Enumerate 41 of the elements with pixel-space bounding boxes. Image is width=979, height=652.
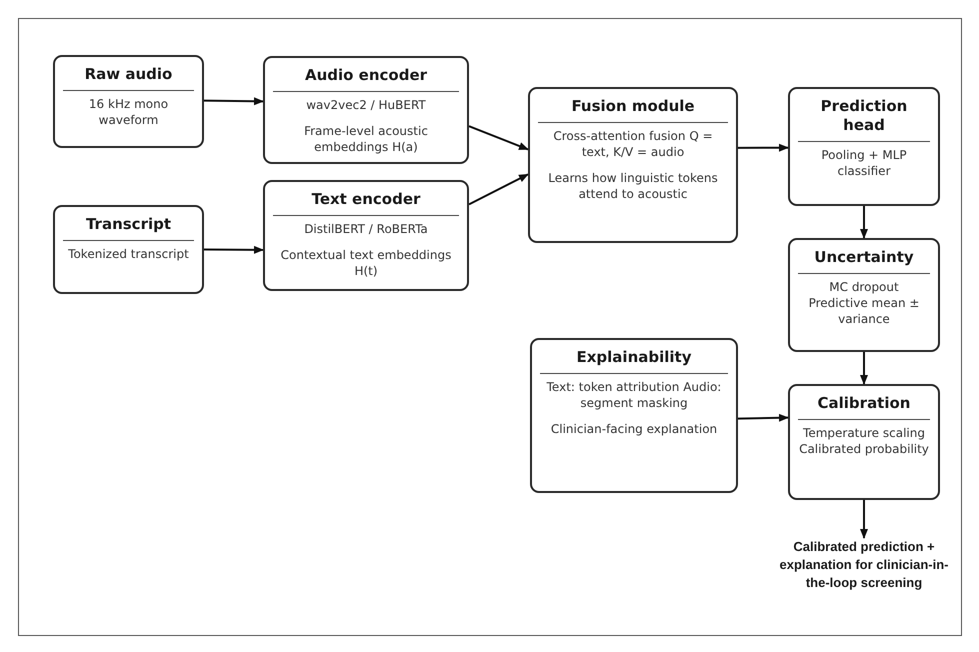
box-description: MC dropout Predictive mean ± variance [808, 279, 920, 327]
box-description: Contextual text embeddings H(t) [280, 247, 452, 279]
output-text: Calibrated prediction + explanation for clinician-in-the-loop screening [768, 538, 960, 614]
process-box [263, 56, 469, 164]
process-box [53, 55, 204, 148]
box-description: Learns how linguistic tokens attend to acoustic [547, 170, 719, 202]
box-heading: Raw audio [84, 65, 172, 84]
arrow [860, 352, 868, 385]
arrow [204, 246, 264, 254]
arrow [204, 97, 264, 106]
process-box [263, 180, 469, 291]
box-description: DistilBERT / RoBERTa [304, 221, 428, 237]
box-description: Frame-level acoustic embeddings H(a) [303, 123, 429, 155]
arrow [738, 144, 789, 152]
box-description: 16 kHz mono waveform [88, 96, 170, 128]
box-heading: Fusion module [571, 97, 695, 116]
box-description: Temperature scaling Calibrated probability [798, 425, 930, 457]
process-box [788, 238, 940, 352]
arrow [860, 206, 868, 239]
arrow [738, 414, 789, 422]
box-description: Text: token attribution Audio: segment masking [546, 379, 722, 411]
box-heading: Explainability [576, 348, 692, 367]
box-description: Pooling + MLP classifier [820, 147, 908, 179]
arrow [468, 173, 529, 206]
process-box [788, 384, 940, 500]
box-heading: Text encoder [312, 190, 420, 209]
box-description: Tokenized transcript [68, 246, 189, 262]
arrow [468, 125, 529, 150]
box-heading: Prediction head [820, 97, 908, 135]
arrow [860, 500, 868, 539]
process-box [788, 87, 940, 206]
box-heading: Audio encoder [304, 66, 428, 85]
box-heading: Transcript [86, 215, 172, 234]
process-box [528, 87, 738, 243]
process-box [530, 338, 738, 493]
box-description: Cross-attention fusion Q = text, K/V = audio [552, 128, 714, 160]
process-box [53, 205, 204, 294]
box-description: Clinician-facing explanation [550, 421, 718, 437]
box-description: wav2vec2 / HuBERT [306, 97, 426, 113]
box-heading: Calibration [818, 394, 910, 413]
box-heading: Uncertainty [814, 248, 914, 267]
